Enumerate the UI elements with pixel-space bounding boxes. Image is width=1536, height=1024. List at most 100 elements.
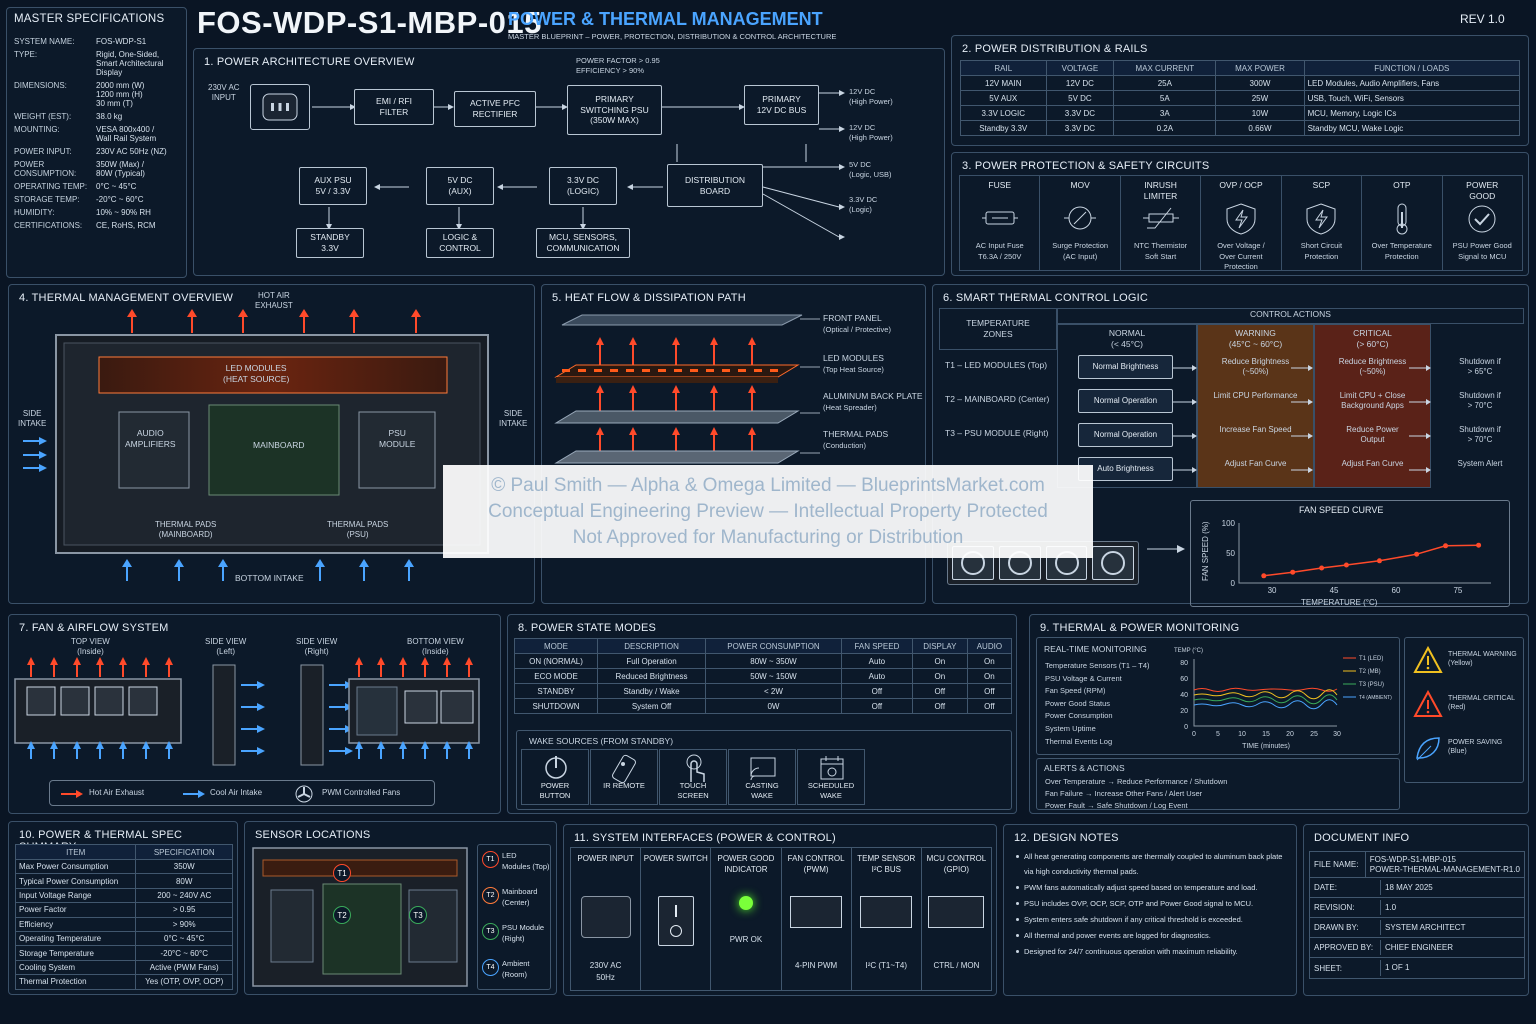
summary-cell: Typical Power Consumption (14, 873, 137, 889)
spec-value: VESA 800x400 / Wall Rail System (96, 125, 157, 143)
list-item: PWM fans automatically adjust speed base… (1016, 880, 1294, 895)
alerts-list: Over Temperature → Reduce Performance / … (1045, 776, 1227, 812)
spec-row: DIMENSIONS:2000 mm (W) 1200 mm (H) 30 mm… (10, 79, 185, 110)
spec-summary-panel: 10. POWER & THERMAL SPEC SUMMARY ITEMSPE… (8, 821, 238, 995)
chart-point (1319, 565, 1325, 571)
doc-info-value: 1 OF 1 (1380, 960, 1524, 976)
thermal-critical-label: THERMAL CRITICAL (Red) (1448, 695, 1516, 712)
doc-info-row: SHEET:1 OF 1 (1310, 958, 1524, 978)
sensor-board-diagram (252, 847, 468, 987)
protection-title: 3. POWER PROTECTION & SAFETY CIRCUITS (962, 160, 1210, 172)
sensor-marker: T1 (333, 864, 351, 882)
watermark-line: © Paul Smith — Alpha & Omega Limited — B… (491, 474, 1045, 496)
bottom-view-label: BOTTOM VIEW (Inside) (407, 637, 464, 657)
realtime-title: REAL-TIME MONITORING (1044, 644, 1147, 654)
summary-header-cell: ITEM (14, 844, 137, 860)
heat-layer-sub: (Top Heat Source) (823, 365, 884, 374)
list-item: Designed for 24/7 continuous operation w… (1016, 944, 1294, 959)
note-text: All heat generating components are therm… (1024, 852, 1283, 876)
power-icon (540, 752, 572, 784)
doc-info-row: DATE:18 MAY 2025 (1310, 878, 1524, 899)
interface-graphic (641, 896, 710, 946)
interface-footer: PWR OK (729, 935, 763, 944)
ac-input-label: 230V AC INPUT (208, 83, 240, 103)
normal-action: Normal Operation (1078, 389, 1173, 413)
protection-name: OVP / OCP (1219, 180, 1263, 190)
modes-cell: ECO MODE (513, 668, 599, 684)
chart-title: FAN SPEED CURVE (1299, 505, 1383, 515)
warning-header: WARNING (45°C ~ 60°C) (1228, 328, 1283, 350)
bottom-intake-label: BOTTOM INTAKE (235, 573, 304, 583)
modes-cell: Off (911, 698, 968, 714)
thermal-pads-mainboard-label: THERMAL PADS (MAINBOARD) (155, 520, 217, 540)
doc-info-key: REVISION: (1314, 903, 1355, 913)
modes-cell: On (911, 653, 968, 669)
wake-source-label: TOUCH SCREEN (677, 781, 709, 800)
time-tick: 5 (1216, 731, 1220, 738)
warning-action: Limit CPU Performance (1213, 391, 1298, 400)
page-subtitle: POWER & THERMAL MANAGEMENT (508, 9, 823, 29)
spec-value: CE, RoHS, RCM (96, 221, 156, 230)
rails-cell: 25A (1113, 75, 1217, 91)
spec-row: SYSTEM NAME:FOS-WDP-S1 (10, 35, 185, 48)
protection-desc: NTC Thermistor Soft Start (1133, 241, 1188, 261)
modes-header-cell: FAN SPEED (840, 638, 913, 654)
critical-header: CRITICAL (> 60°C) (1353, 328, 1392, 350)
spec-row: TYPE:Rigid, One-Sided, Smart Architectur… (10, 48, 185, 79)
top-view-label: TOP VIEW (Inside) (71, 637, 110, 657)
protection-desc: Surge Protection (AC Input) (1052, 241, 1109, 261)
chart-point (1261, 573, 1267, 579)
chart-point (1414, 551, 1420, 557)
bullet-icon (1016, 918, 1019, 921)
spec-key: WEIGHT (EST): (14, 112, 72, 121)
doc-info-row: FILE NAME:FOS-WDP-S1-MBP-015 POWER-THERM… (1310, 852, 1524, 879)
spec-key: SYSTEM NAME: (14, 37, 75, 46)
modes-cell: 50W ~ 150W (705, 668, 842, 684)
doc-info-row: APPROVED BY:CHIEF ENGINEER (1310, 938, 1524, 959)
interface-graphic (922, 896, 991, 928)
critical-triangle-icon (1413, 690, 1443, 717)
rails-cell: 5V AUX (960, 90, 1047, 106)
heat-layer-name: ALUMINUM BACK PLATE (823, 391, 923, 401)
doc-info-key: DATE: (1314, 883, 1337, 893)
flow-arrows (1173, 433, 1431, 439)
sensor-badge: T2 (482, 887, 499, 904)
temp-tick: 80 (1180, 660, 1188, 667)
warning-column (1197, 324, 1314, 488)
spec-row: OPERATING TEMP:0°C ~ 45°C (10, 180, 185, 193)
rails-cell: 10W (1215, 105, 1305, 121)
power-modes-title: 8. POWER STATE MODES (518, 622, 657, 634)
interface-footer: I²C (T1~T4) (865, 961, 908, 970)
chart-xtick: 30 (1268, 586, 1277, 595)
spec-row: CERTIFICATIONS:CE, RoHS, RCM (10, 219, 185, 232)
temp-tick: 20 (1180, 708, 1188, 715)
protection-panel: 3. POWER PROTECTION & SAFETY CIRCUITS FU… (951, 152, 1529, 276)
summary-cell: Active (PWM Fans) (135, 959, 233, 976)
list-item: System enters safe shutdown if any criti… (1016, 912, 1294, 927)
side-intake-right-label: SIDE INTAKE (499, 409, 528, 429)
zone-label: T2 – MAINBOARD (Center) (945, 394, 1050, 404)
calendar-icon (816, 752, 848, 784)
ac-inlet-icon (580, 896, 631, 938)
rails-cell: 0.2A (1113, 120, 1217, 136)
modes-cell: Standby / Wake (597, 683, 707, 699)
doc-info-row: DRAWN BY:SYSTEM ARCHITECT (1310, 918, 1524, 939)
check-circle-icon (1462, 202, 1502, 236)
temp-tick: 40 (1180, 692, 1188, 699)
fan-airflow-panel: 7. FAN & AIRFLOW SYSTEM TOP VIEW (Inside… (8, 614, 501, 814)
wake-source-item: CASTING WAKE (728, 749, 796, 805)
thermistor-icon (1141, 202, 1181, 236)
touch-icon (678, 752, 710, 784)
page-title: FOS-WDP-S1-MBP-015 (197, 5, 542, 40)
